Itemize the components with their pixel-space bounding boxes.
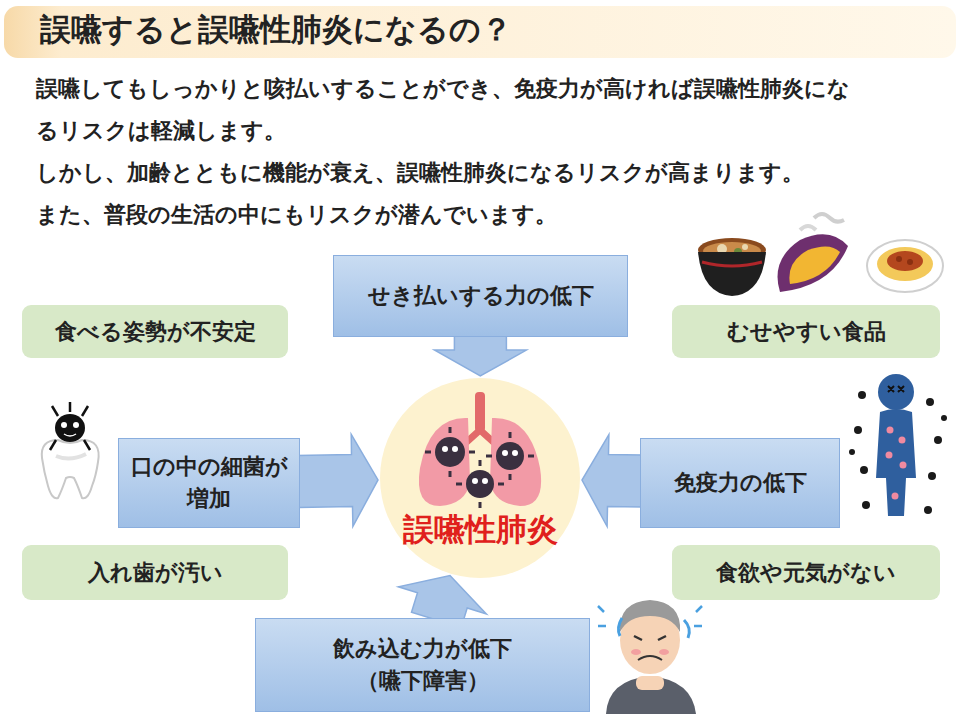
box-label: せき払いする力の低下	[368, 280, 594, 312]
disease-name: 誤嚥性肺炎	[403, 507, 558, 552]
disease-circle: 誤嚥性肺炎	[380, 378, 580, 578]
block-arrow	[298, 434, 379, 526]
risk-box: 食欲や元気がない	[672, 545, 940, 600]
risk-box: 入れ歯が汚い	[22, 545, 288, 600]
tooth-icon	[42, 440, 99, 498]
spaghetti-plate	[867, 240, 943, 292]
risk-box: むせやすい食品	[672, 305, 940, 358]
box-label: 入れ歯が汚い	[88, 557, 223, 589]
cause-box: 口の中の細菌が 増加	[118, 438, 300, 528]
box-label: むせやすい食品	[727, 316, 886, 348]
cause-box: 飲み込む力が低下 （嚥下障害）	[255, 618, 590, 712]
box-label: 免疫力の低下	[674, 467, 807, 499]
intro-text: しかし、加齢とともに機能が衰え、誤嚥性肺炎になるリスクが高まります。	[36, 152, 866, 194]
box-label: 飲み込む力が低下 （嚥下障害）	[325, 633, 521, 697]
lungs-illustration	[380, 378, 580, 578]
germ-cloud	[849, 391, 947, 514]
intro-text: また、普段の生活の中にもリスクが潜んでいます。	[36, 194, 866, 236]
box-label: 食べる姿勢が不安定	[55, 316, 256, 348]
title-background	[4, 6, 956, 58]
risk-box: 食べる姿勢が不安定	[22, 305, 288, 358]
cause-box: せき払いする力の低下	[333, 255, 628, 337]
block-arrow	[582, 435, 643, 527]
block-arrow	[434, 335, 526, 376]
germ-icon	[50, 402, 90, 450]
soup-bowl	[698, 238, 766, 296]
sick-person-icon	[876, 374, 916, 516]
intro-text: 誤嚥してもしっかりと咳払いすることができ、免疫力が高ければ誤嚥性肺炎になるリスク…	[36, 68, 866, 152]
cause-box: 免疫力の低下	[640, 438, 840, 528]
title: 誤嚥すると誤嚥性肺炎になるの？	[40, 8, 512, 51]
sweet-potato	[778, 214, 849, 292]
elderly-man-icon	[598, 600, 702, 714]
box-label: 口の中の細菌が 増加	[129, 451, 289, 515]
box-label: 食欲や元気がない	[716, 557, 896, 589]
